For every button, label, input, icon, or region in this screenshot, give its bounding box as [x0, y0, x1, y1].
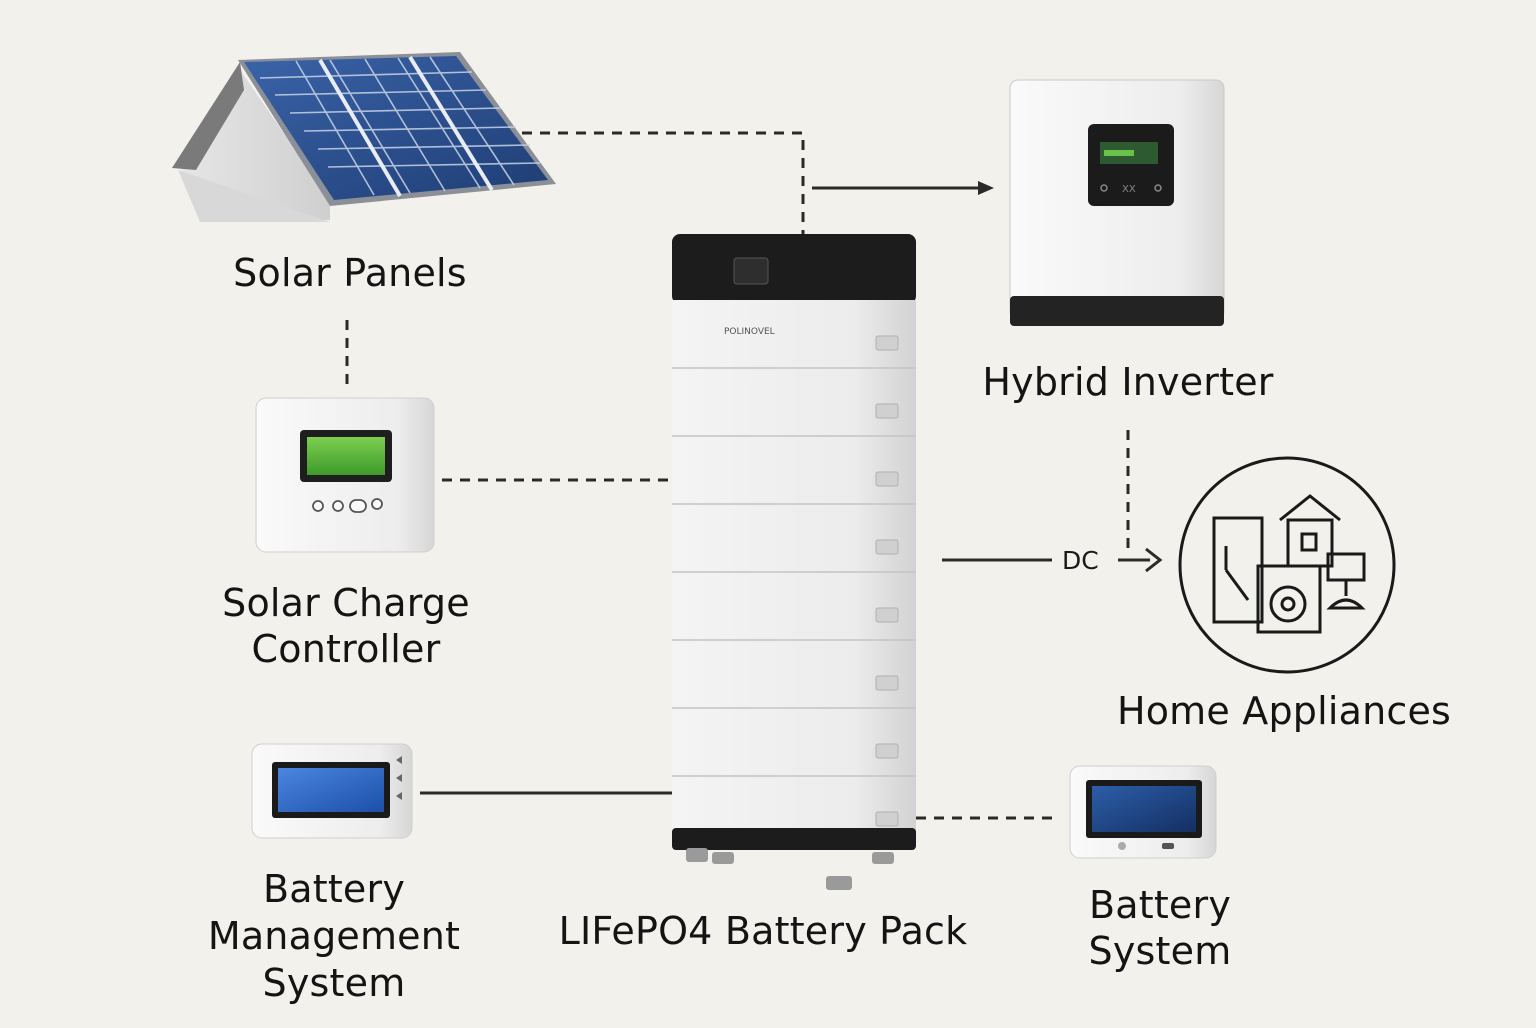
label-battery-pack: LIFePO4 Battery Pack: [558, 909, 968, 953]
house-solar-icon: [172, 52, 556, 222]
battery-monitor-icon: [1069, 765, 1217, 859]
battery-pack-icon: POLINOVEL: [672, 234, 916, 890]
arrow-to-inverter: [978, 181, 994, 195]
svg-text:XX: XX: [1122, 184, 1136, 195]
inverter-icon: XX: [1009, 79, 1225, 326]
label-bms-line3: System: [262, 961, 406, 1005]
charge-controller-icon: [255, 397, 435, 553]
brand-text: POLINOVEL: [724, 327, 775, 337]
label-charge-controller-line2: Controller: [251, 627, 441, 671]
label-solar-panels: Solar Panels: [233, 251, 467, 295]
connection-lines: [345, 131, 1150, 820]
line-solar-to-battery: [522, 131, 805, 238]
label-bms-line1: Battery: [262, 867, 406, 911]
arrowheads: [978, 181, 1163, 573]
label-battery-system-line1: Battery: [1088, 883, 1232, 927]
label-charge-controller-line1: Solar Charge: [222, 581, 470, 625]
arrow-to-appliances: [1145, 547, 1163, 573]
label-hybrid-inverter: Hybrid Inverter: [982, 360, 1274, 404]
appliances-icon: [1178, 456, 1396, 674]
label-home-appliances: Home Appliances: [1116, 689, 1452, 733]
bms-display-icon: [251, 743, 413, 839]
label-dc: DC: [1062, 546, 1099, 575]
label-bms-line2: Management: [207, 914, 461, 958]
label-battery-system-line2: System: [1088, 929, 1232, 973]
